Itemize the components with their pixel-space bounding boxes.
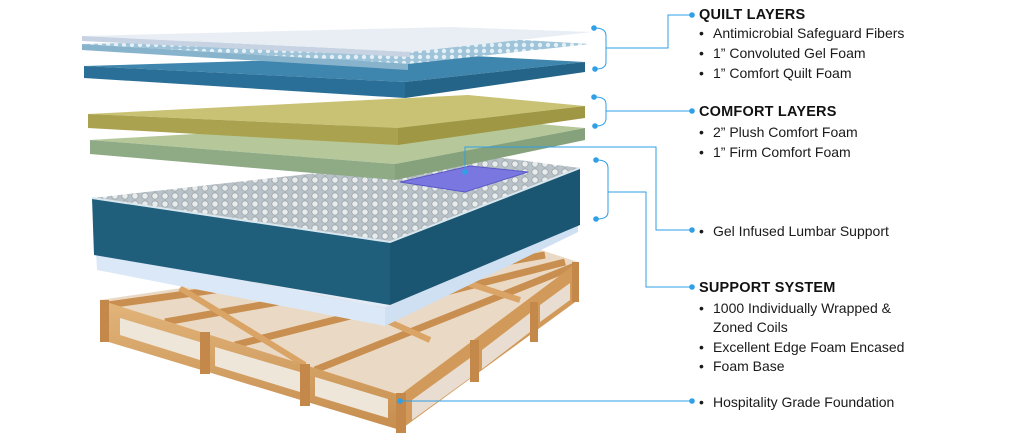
support-system-title: SUPPORT SYSTEM	[699, 280, 836, 296]
bullet: •	[699, 144, 704, 160]
callout-quilt-bracket	[594, 27, 607, 70]
item-text: Zoned Coils	[713, 319, 788, 335]
bullet: •	[699, 124, 704, 140]
item-text: 1000 Individually Wrapped &	[713, 300, 891, 316]
bullet: •	[699, 223, 704, 239]
antimicrobial-fiber-layer	[82, 27, 592, 57]
callout-dot	[462, 169, 468, 175]
bullet: •	[699, 300, 704, 316]
list-item: • Antimicrobial Safeguard Fibers	[699, 24, 904, 42]
bullet: •	[699, 65, 704, 81]
callout-dot	[593, 157, 599, 163]
callout-dot	[689, 227, 695, 233]
callout-dot	[592, 66, 598, 72]
quilt-layers-title: QUILT LAYERS	[699, 7, 806, 23]
list-item: • 1” Convoluted Gel Foam	[699, 44, 866, 62]
item-text: Excellent Edge Foam Encased	[713, 339, 905, 355]
callout-quilt-line	[606, 14, 692, 49]
item-text: 2” Plush Comfort Foam	[713, 124, 858, 140]
callout-dot	[591, 25, 597, 31]
list-item: • 1” Comfort Quilt Foam	[699, 64, 851, 82]
bullet: •	[699, 358, 704, 374]
callout-lumbar-line	[464, 146, 692, 231]
list-item: • Gel Infused Lumbar Support	[699, 222, 889, 240]
bullet: •	[699, 394, 704, 410]
bullet: •	[699, 339, 704, 355]
item-text: Hospitality Grade Foundation	[713, 394, 895, 410]
item-text: Foam Base	[713, 358, 785, 374]
list-item-continuation: Zoned Coils	[699, 318, 788, 336]
callout-dot	[689, 108, 695, 114]
list-item: • Excellent Edge Foam Encased	[699, 338, 904, 356]
list-item: • 2” Plush Comfort Foam	[699, 123, 858, 141]
comfort-quilt-foam	[84, 55, 585, 98]
item-text: Gel Infused Lumbar Support	[713, 223, 889, 239]
plush-comfort-foam	[88, 95, 585, 145]
coil-support-block	[91, 155, 581, 305]
bullet: •	[699, 25, 704, 41]
callout-support-bracket	[596, 159, 609, 220]
callout-dot	[689, 284, 695, 290]
callout-dot	[689, 12, 695, 18]
callout-dot	[397, 398, 403, 404]
comfort-layers-title: COMFORT LAYERS	[699, 104, 837, 120]
lumbar-gel-pad	[399, 165, 529, 193]
list-item: • 1000 Individually Wrapped &	[699, 299, 891, 317]
callout-dot	[593, 216, 599, 222]
bullet: •	[699, 45, 704, 61]
item-text: 1” Comfort Quilt Foam	[713, 65, 852, 81]
callout-dot	[591, 94, 597, 100]
callout-dot	[592, 123, 598, 129]
item-text: 1” Firm Comfort Foam	[713, 144, 851, 160]
item-text: Antimicrobial Safeguard Fibers	[713, 25, 905, 41]
item-text: 1” Convoluted Gel Foam	[713, 45, 866, 61]
list-item: • Hospitality Grade Foundation	[699, 393, 894, 411]
list-item: • 1” Firm Comfort Foam	[699, 143, 851, 161]
callout-dot	[689, 398, 695, 404]
list-item: • Foam Base	[699, 357, 785, 375]
callout-support-line	[608, 191, 692, 288]
